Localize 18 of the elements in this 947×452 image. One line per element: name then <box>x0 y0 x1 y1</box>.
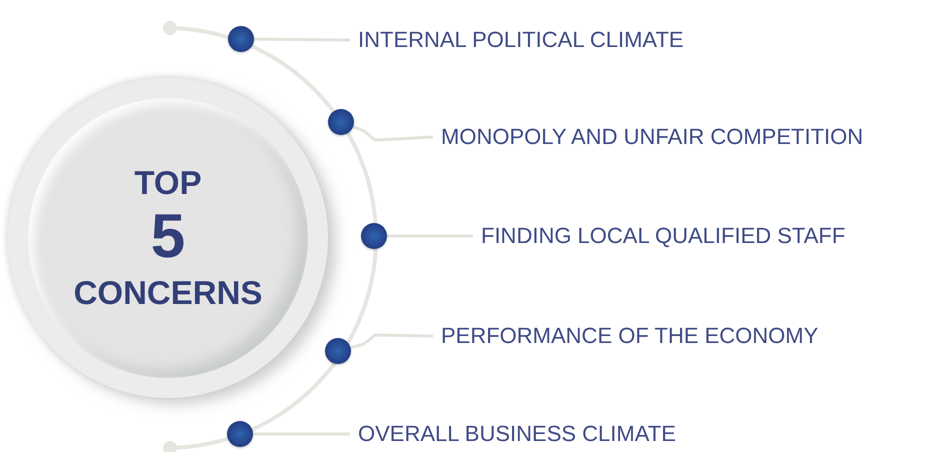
leader-line <box>387 234 473 238</box>
bullet-dot <box>228 26 254 52</box>
heading-text: CONCERNS <box>74 274 262 312</box>
concern-label: PERFORMANCE OF THE ECONOMY <box>441 323 818 350</box>
bullet-dot <box>325 338 351 364</box>
leader-line <box>352 125 434 142</box>
concern-label: MONOPOLY AND UNFAIR COMPETITION <box>441 124 864 150</box>
leader-line <box>350 334 434 350</box>
concern-label: INTERNAL POLITICAL CLIMATE <box>358 27 684 54</box>
bullet-dot <box>361 223 387 249</box>
concern-label: OVERALL BUSINESS CLIMATE <box>358 421 676 448</box>
bullet-dot <box>328 109 354 135</box>
leader-line <box>254 38 350 42</box>
leader-line <box>253 432 350 436</box>
concern-label: FINDING LOCAL QUALIFIED STAFF <box>481 223 846 250</box>
bullet-dot <box>227 421 253 447</box>
number-text: 5 <box>150 206 186 268</box>
heading-text: TOP <box>134 164 202 202</box>
